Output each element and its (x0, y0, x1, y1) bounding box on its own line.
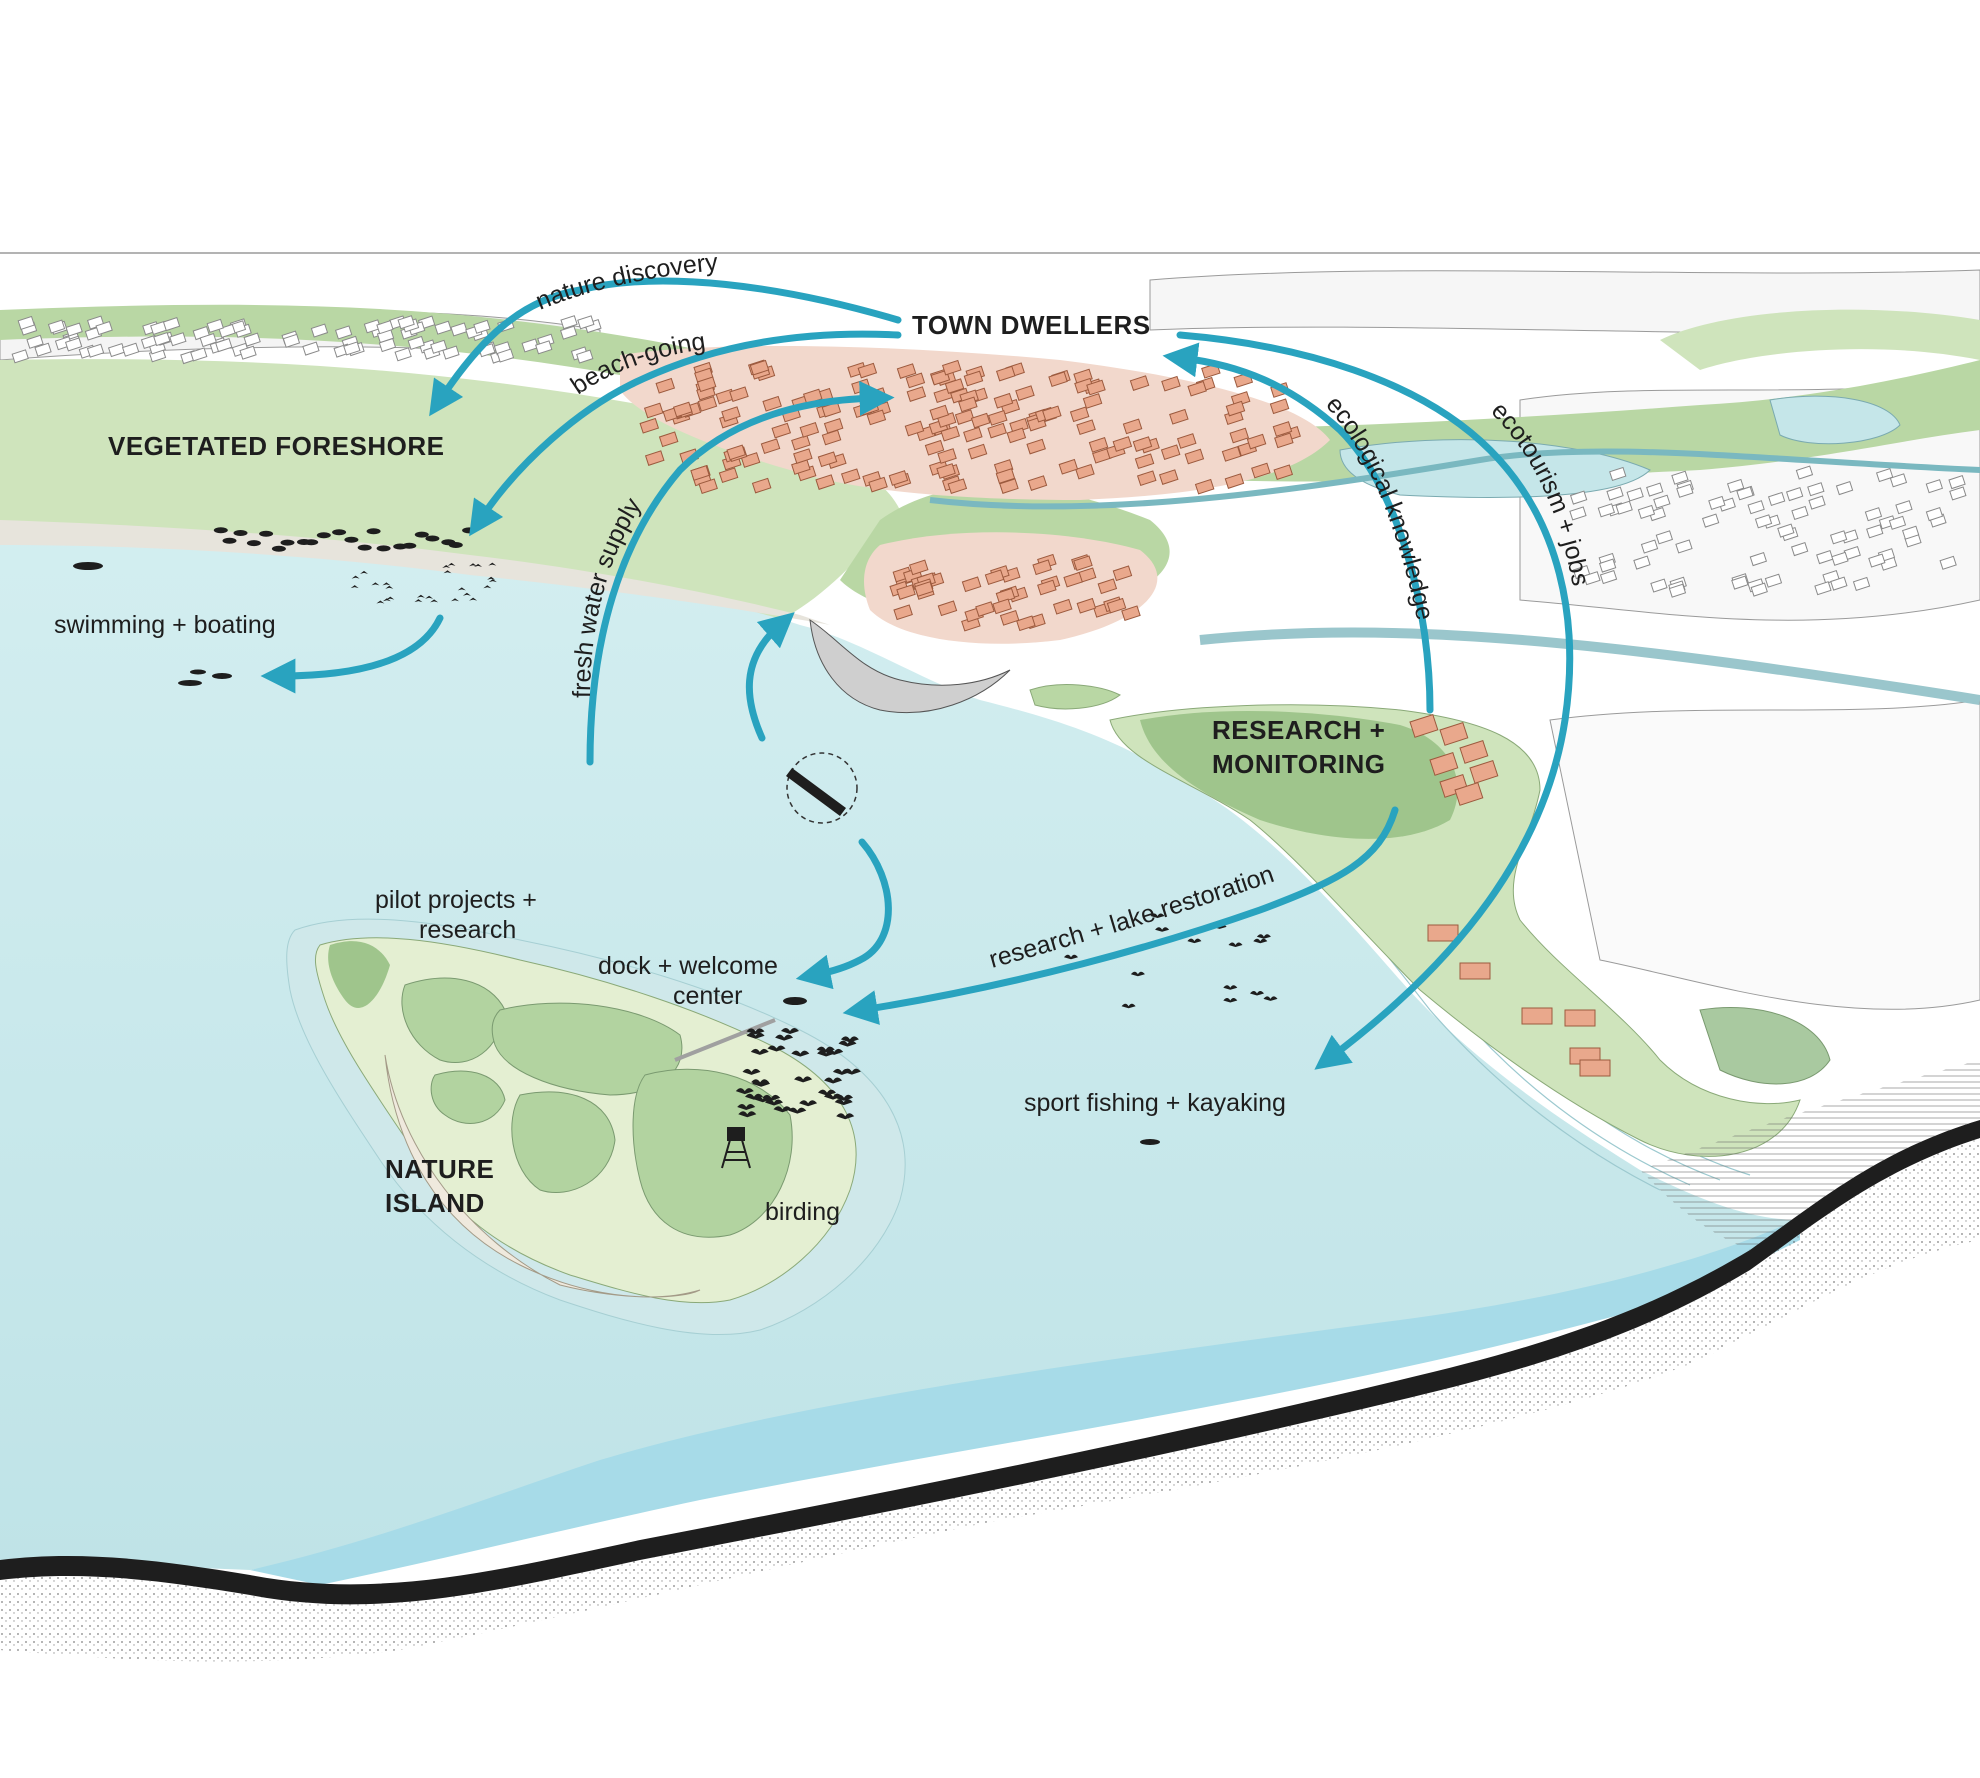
beach-going-arrow (469, 330, 902, 537)
label-town-dwellers: TOWN DWELLERS (912, 310, 1151, 340)
boat-icon (786, 752, 858, 824)
beach-people (73, 562, 232, 686)
nature-island (286, 918, 906, 1336)
boat-route-dock-arrow (795, 838, 892, 990)
label-vegetated-foreshore: VEGETATED FORESHORE (108, 431, 444, 461)
label-research-monitoring-2: MONITORING (1212, 749, 1386, 779)
label-pilot-projects-1: pilot projects + (375, 886, 537, 914)
boat-route-up-arrow (745, 612, 795, 742)
ecological-knowledge-arrow (1162, 342, 1434, 714)
research-lake-restoration-arrow (842, 806, 1399, 1025)
fresh-water-supply-arrow (586, 380, 895, 766)
section-edge (0, 1060, 1980, 1662)
swimming-arrow (260, 614, 444, 694)
town-area (11, 315, 1967, 644)
watchtower-icon (721, 1127, 751, 1169)
label-nature-island-2: ISLAND (385, 1188, 485, 1218)
label-research-monitoring-1: RESEARCH + (1212, 715, 1385, 745)
label-sport-fishing-kayaking: sport fishing + kayaking (1024, 1089, 1286, 1117)
label-nature-island-1: NATURE (385, 1154, 494, 1184)
label-dock-welcome-1: dock + welcome (598, 952, 778, 980)
activity-marks (73, 527, 1611, 1145)
label-swimming-boating: swimming + boating (54, 611, 276, 639)
ecotourism-jobs-arrow (1176, 331, 1574, 1070)
label-pilot-projects-2: research (419, 916, 516, 944)
labels: TOWN DWELLERS VEGETATED FORESHORE RESEAR… (54, 310, 1386, 1226)
flow-arrows (260, 277, 1574, 1070)
nature-discovery-arrow (429, 277, 902, 417)
label-birding: birding (765, 1198, 840, 1226)
label-dock-welcome-2: center (673, 982, 742, 1010)
